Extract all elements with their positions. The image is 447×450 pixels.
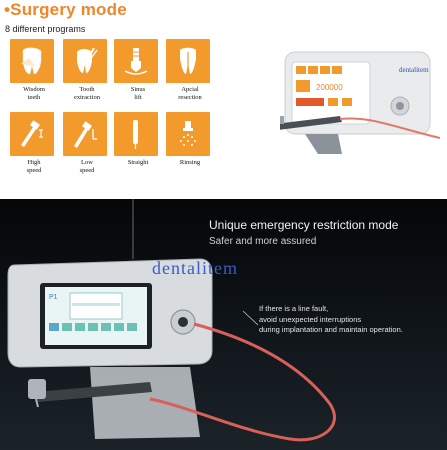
- program-label: Sinus lift: [130, 86, 146, 101]
- program-low-speed: Low speed: [63, 112, 109, 175]
- program-tile: [10, 39, 54, 83]
- program-high-speed: High speed: [10, 112, 56, 175]
- program-tile: [114, 39, 158, 83]
- fault-line: If there is a line fault,: [259, 304, 329, 313]
- watermark-top: dentalitem: [399, 66, 429, 74]
- sinus-lift-icon: [124, 48, 148, 75]
- program-label: Straight: [127, 159, 149, 166]
- straight-handpiece-icon: [133, 120, 138, 149]
- tooth-extraction-icon: [77, 47, 98, 73]
- surgical-unit-top-image: 200000: [280, 51, 440, 154]
- watermark-bottom: dentalitem: [152, 258, 238, 278]
- screen-value: 200000: [316, 83, 343, 92]
- emergency-headline: Unique emergency restriction mode: [209, 218, 399, 232]
- low-speed-handpiece-icon: [74, 121, 97, 148]
- program-label: Low speed: [79, 159, 95, 174]
- program-label: High speed: [26, 159, 42, 174]
- program-tile: [10, 112, 54, 156]
- apical-resection-icon: [180, 47, 196, 74]
- wisdom-tooth-icon: [21, 47, 42, 75]
- program-tile: [114, 112, 158, 156]
- program-tile: [166, 112, 210, 156]
- emergency-subline: Safer and more assured: [209, 236, 317, 247]
- fault-line: avoid unexpected interruptions: [259, 314, 362, 324]
- high-speed-handpiece-icon: [21, 120, 43, 147]
- program-tooth-extraction: Tooth extraction: [63, 39, 109, 102]
- surgery-mode-title: •Surgery mode: [4, 0, 127, 19]
- fault-description: If there is a line fault, avoid unexpect…: [259, 304, 444, 336]
- program-wisdom-teeth: Wisdom teeth: [10, 39, 56, 102]
- program-straight: Straight: [114, 112, 160, 167]
- program-rinsing: Rinsing: [166, 112, 212, 167]
- surgical-unit-bottom-image: P1: [7, 199, 336, 442]
- surgery-mode-panel: •Surgery mode 8 different programs Wisdo…: [0, 0, 447, 199]
- program-tile: [63, 39, 107, 83]
- fault-line: during implantation and maintain operati…: [259, 325, 403, 334]
- rinsing-icon: [180, 121, 196, 146]
- program-label: Rinsing: [179, 159, 201, 166]
- program-label: Wisdom teeth: [23, 86, 45, 101]
- program-label: Apcial resection: [178, 86, 202, 101]
- program-tile: [63, 112, 107, 156]
- program-label: Tooth extraction: [74, 86, 100, 101]
- program-tile: [166, 39, 210, 83]
- program-sinus-lift: Sinus lift: [114, 39, 160, 102]
- programs-subtitle: 8 different programs: [5, 24, 86, 34]
- program-apical-resection: Apcial resection: [166, 39, 212, 102]
- screen-code: P1: [49, 294, 58, 301]
